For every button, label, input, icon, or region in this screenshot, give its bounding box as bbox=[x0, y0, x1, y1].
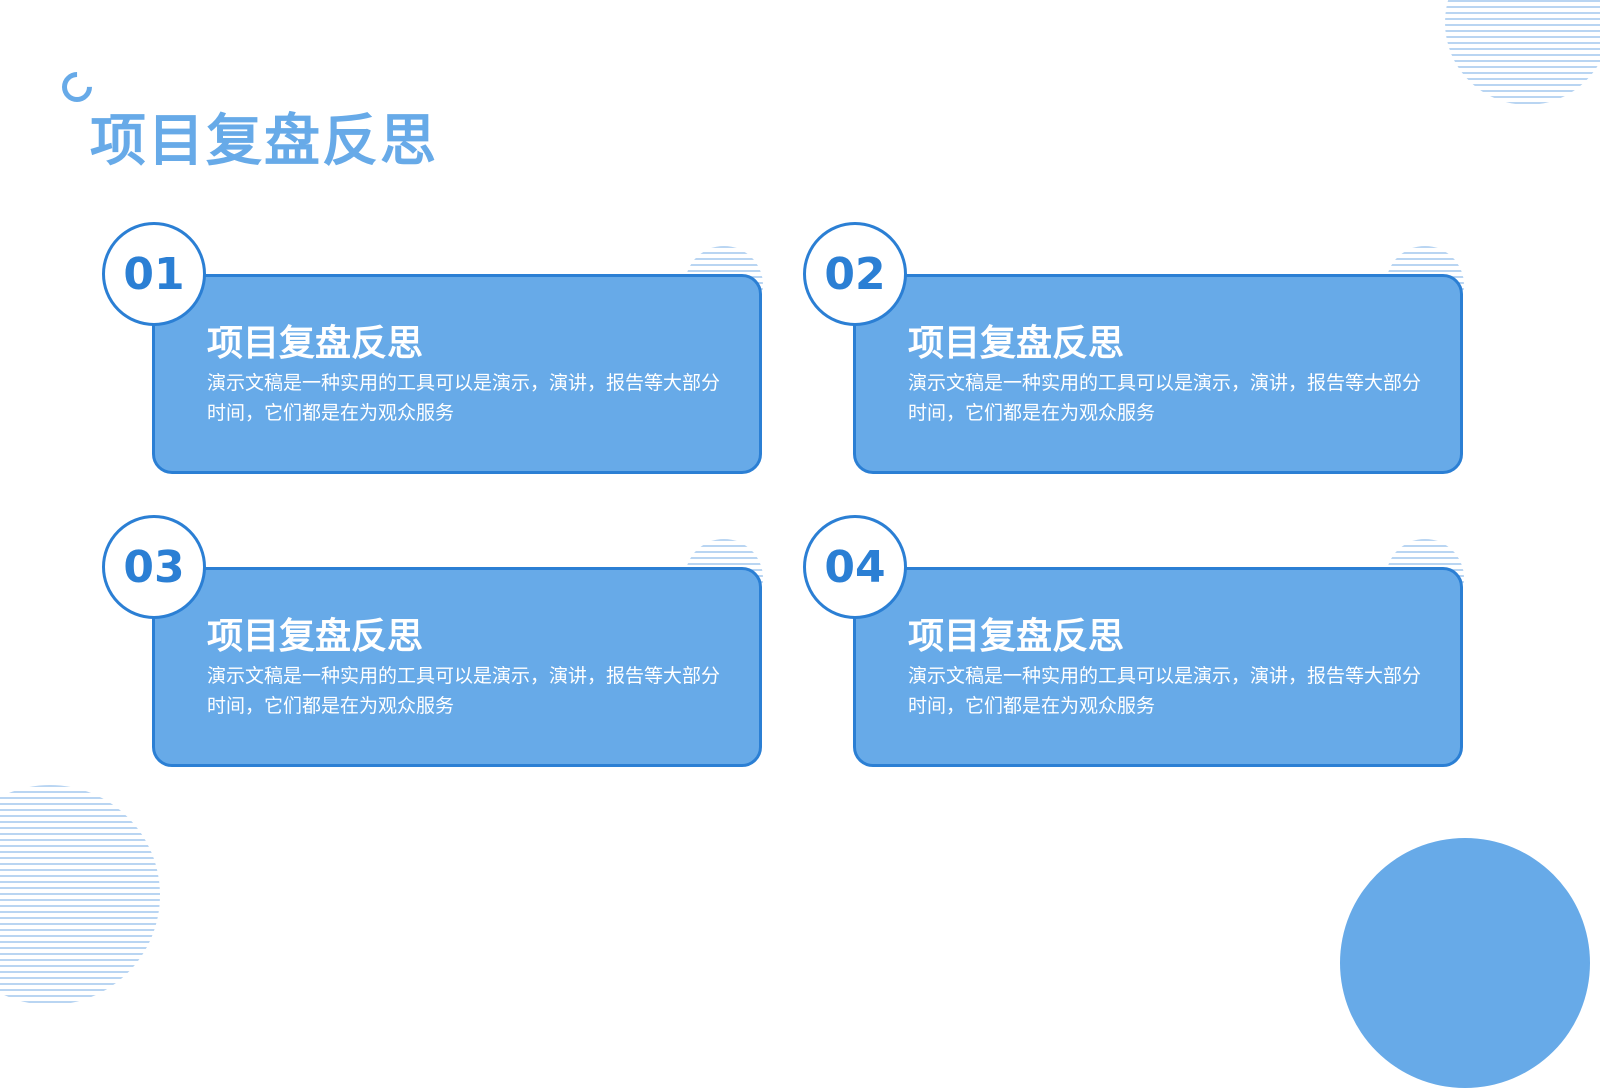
card-number-badge: 04 bbox=[803, 515, 907, 619]
card-03: 03 项目复盘反思 演示文稿是一种实用的工具可以是演示，演讲，报告等大部分时间，… bbox=[102, 515, 763, 767]
card-title: 项目复盘反思 bbox=[908, 616, 1125, 657]
card-01: 01 项目复盘反思 演示文稿是一种实用的工具可以是演示，演讲，报告等大部分时间，… bbox=[102, 222, 763, 474]
card-number-badge: 02 bbox=[803, 222, 907, 326]
card-box bbox=[853, 567, 1463, 767]
bottom-left-striped-circle-decoration bbox=[0, 785, 160, 1005]
card-number-badge: 01 bbox=[102, 222, 206, 326]
bottom-right-circle-decoration bbox=[1340, 838, 1590, 1088]
card-title: 项目复盘反思 bbox=[207, 323, 424, 364]
card-04: 04 项目复盘反思 演示文稿是一种实用的工具可以是演示，演讲，报告等大部分时间，… bbox=[803, 515, 1464, 767]
card-box bbox=[853, 274, 1463, 474]
card-description: 演示文稿是一种实用的工具可以是演示，演讲，报告等大部分时间，它们都是在为观众服务 bbox=[908, 665, 1422, 717]
card-title: 项目复盘反思 bbox=[908, 323, 1125, 364]
card-number-badge: 03 bbox=[102, 515, 206, 619]
card-description: 演示文稿是一种实用的工具可以是演示，演讲，报告等大部分时间，它们都是在为观众服务 bbox=[908, 372, 1422, 424]
card-description: 演示文稿是一种实用的工具可以是演示，演讲，报告等大部分时间，它们都是在为观众服务 bbox=[207, 665, 721, 717]
page-title: 项目复盘反思 bbox=[90, 109, 438, 174]
card-title: 项目复盘反思 bbox=[207, 616, 424, 657]
card-description: 演示文稿是一种实用的工具可以是演示，演讲，报告等大部分时间，它们都是在为观众服务 bbox=[207, 372, 721, 424]
card-box bbox=[152, 274, 762, 474]
card-box bbox=[152, 567, 762, 767]
top-right-striped-circle-decoration bbox=[1445, 0, 1600, 105]
card-02: 02 项目复盘反思 演示文稿是一种实用的工具可以是演示，演讲，报告等大部分时间，… bbox=[803, 222, 1464, 474]
title-ring-icon bbox=[55, 65, 99, 109]
